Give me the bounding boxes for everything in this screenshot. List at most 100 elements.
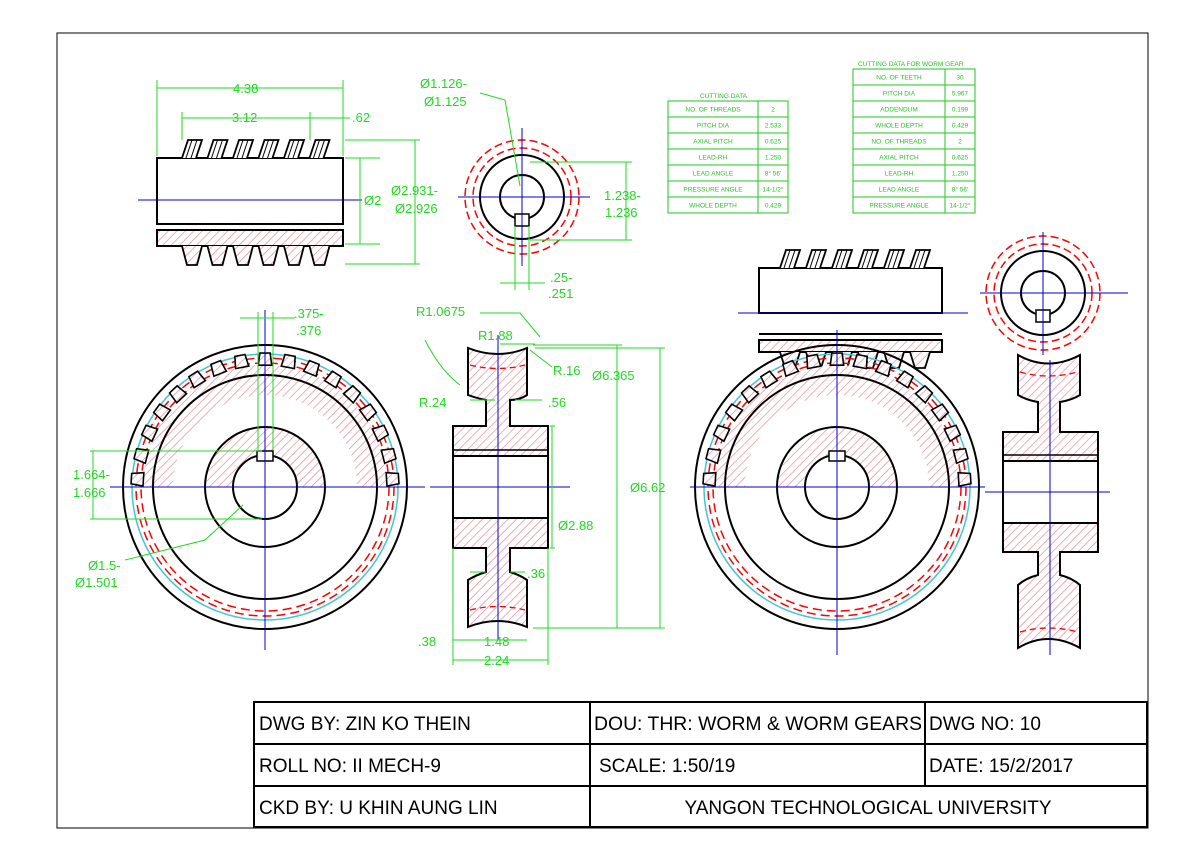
gear-tooth [724,403,744,423]
dim-bore-dia-2: Ø1.125 [424,94,467,109]
table-value: 5.967 [952,91,969,98]
worm-thread-section [232,245,254,266]
gear-tooth [759,370,779,389]
gear-tooth [187,370,207,389]
dim-keyway-depth-1: 1.238- [604,188,641,203]
worm-thread-section [206,245,229,266]
gear-tooth [323,370,343,389]
table-label: PITCH DIA [883,91,916,98]
assembly-worm-view [758,249,943,369]
dim-r-web: R.24 [419,395,446,410]
table-value: 2 [958,139,962,146]
table-value: 0.429 [952,123,969,130]
gear-tooth [930,403,950,423]
dim-worm-pitch-dia: Ø2 [364,193,381,208]
table-label: PRESSURE ANGLE [683,187,743,194]
gear-tooth [943,424,962,443]
dim-bore-dia-1: Ø1.126- [420,76,467,91]
dim-gear-keyway-2: 1.666 [73,485,106,500]
gear-tooth [806,353,822,370]
gear-tooth [705,447,722,465]
dim-worm-length: 4.38 [233,81,258,96]
table-value: 0.199 [952,107,969,114]
table-value: 14-1/2° [949,202,970,210]
dim-gear-keyway-1: 1.664- [73,467,110,482]
gear-tooth [209,359,228,378]
table-value: 1.250 [952,171,969,178]
worm-gear-front-view [110,310,425,650]
title-block [253,701,1148,828]
title-scale: SCALE: 1:50/19 [599,756,735,777]
dim-gear-pitch-dia: Ø6.365 [592,368,635,383]
gear-cutting-data-table: CUTTING DATA FOR WORM GEAR NO. OF TEETH 30… [852,61,976,214]
gear-tooth [133,447,150,465]
gear-tooth [712,424,731,443]
table-label: LEAD-RH [699,155,728,162]
worm-dimensions [156,80,420,265]
gear-tooth [914,384,934,404]
title-checked-by: CKD BY: U KHIN AUNG LIN [259,798,498,819]
title-dwg-no: DWG NO: 10 [929,714,1041,735]
title-institution: YANGON TECHNOLOGICAL UNIVERSITY [684,798,1051,819]
title-date: DATE: 15/2/2017 [929,756,1073,777]
table-value: 0.625 [952,155,969,162]
gear-tooth [130,471,145,488]
worm-thread-section [181,245,203,266]
title-roll-no: ROLL NO: II MECH-9 [259,756,441,777]
table-label: NO. OF THREADS [685,107,741,114]
table-label: NO. OF TEETH [876,75,922,82]
worm-thread-section [257,245,280,266]
dim-worm-od-2: Ø2.926 [395,201,438,216]
gear-tooth [895,370,915,389]
table-label: PITCH DIA [697,123,730,130]
gear-tooth [168,384,188,404]
gear-tooth [740,384,760,404]
dim-key-width-1: .25- [550,270,572,285]
table-value: 1.250 [765,155,782,162]
dim-gear-key-1: .375- [294,306,324,321]
gear-tooth [874,359,893,378]
table-value: 2.533 [765,123,782,130]
title-subject: DOU: THR: WORM & WORM GEARS [594,714,922,735]
dim-gear-od: Ø6.62 [630,480,665,495]
table-label: AXIAL PITCH [879,155,919,162]
dim-hub-width: 2.24 [484,653,509,668]
gear-tooth [781,359,800,378]
table-cell [944,196,976,214]
gear-tooth [852,353,868,370]
dim-gear-bore-2: Ø1.501 [75,575,118,590]
gear-tooth [957,471,972,488]
gear-tooth [952,447,969,465]
gear-tooth [280,353,296,370]
dim-r-throat: R1.0675 [416,304,465,319]
dim-gear-key-2: .376 [296,323,321,338]
gear-tooth [234,353,250,370]
title-drawn-by: DWG BY: ZIN KO THEIN [259,714,471,735]
table-title: CUTTING DATA FOR WORM GEAR [858,61,964,68]
gear-tooth [385,471,400,488]
dim-end-length: .62 [352,110,370,125]
dim-keyway-depth-2: 1.236 [605,205,638,220]
gear-tooth [380,447,397,465]
table-value: 14-1/2° [762,186,783,194]
table-value: 2 [771,107,775,114]
table-value: 0.429 [765,203,782,210]
dim-r-small: R.16 [553,363,580,378]
table-value: 8° 56' [765,170,782,178]
table-value: 8° 56' [952,186,969,194]
dim-worm-od-1: Ø2.931- [391,183,438,198]
table-label: LEAD-RH [885,171,914,178]
worm-side-dimensions [479,92,632,290]
gear-tooth [140,424,159,443]
dim-gear-bore-1: Ø1.5- [88,558,121,573]
table-label: WHOLE DEPTH [689,203,737,210]
table-label: LEAD ANGLE [879,187,920,194]
gear-tooth [371,424,390,443]
table-value: 30 [956,75,964,82]
gear-tooth [358,403,378,423]
worm-gear-section-view [430,335,570,640]
dim-web-thk: .36 [527,566,545,581]
table-value: 0.625 [765,139,782,146]
gear-tooth [152,403,172,423]
